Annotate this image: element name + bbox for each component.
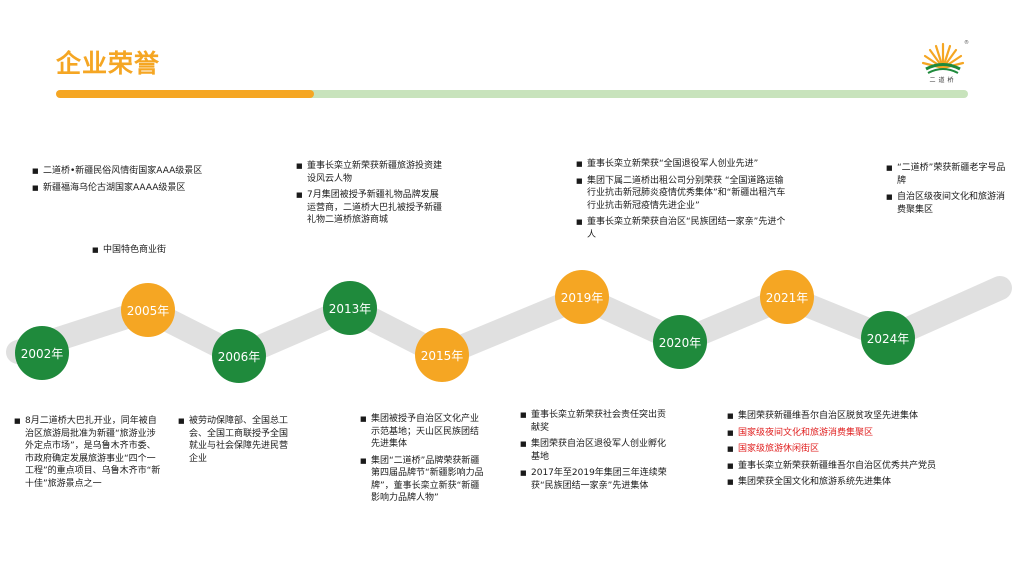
year-circle-2020: 2020年 (653, 315, 707, 369)
note-bottom-2006: 被劳动保障部、全国总工会、全国工商联授予全国就业与社会保障先进民营企业 (178, 415, 293, 469)
note-item: 集团被授予自治区文化产业示范基地；天山区民族团结先进集体 (360, 413, 485, 451)
note-top-2019: 董事长栾立新荣获“全国退役军人创业先进” 集团下属二道桥出租公司分别荣获 “全国… (576, 158, 786, 245)
note-item: 8月二道桥大巴扎开业，同年被自治区旅游局批准为新疆“旅游业涉外定点市场”，是乌鲁… (14, 415, 164, 490)
note-item: “二道桥”荣获新疆老字号品牌 (886, 162, 1006, 187)
note-item: 国家级旅游休闲街区 (727, 443, 987, 456)
logo-text: 二道桥 (929, 77, 957, 84)
note-item: 中国特色商业街 (92, 244, 202, 257)
note-item: 集团荣获全国文化和旅游系统先进集体 (727, 476, 987, 489)
note-top-2021: “二道桥”荣获新疆老字号品牌 自治区级夜间文化和旅游消费聚集区 (886, 162, 1006, 220)
note-item: 7月集团被授予新疆礼物品牌发展运营商，二道桥大巴扎被授予新疆礼物二道桥旅游商城 (296, 189, 446, 227)
page-title: 企业荣誉 (56, 49, 161, 78)
year-circle-2006: 2006年 (212, 329, 266, 383)
note-item: 集团荣获自治区退役军人创业孵化基地 (520, 438, 668, 463)
note-top-2002: 二道桥•新疆民俗风情街国家AAA级景区 新疆福海乌伦古湖国家AAAA级景区 (32, 165, 242, 198)
note-item: 二道桥•新疆民俗风情街国家AAA级景区 (32, 165, 242, 178)
note-item: 董事长栾立新荣获新疆维吾尔自治区优秀共产党员 (727, 460, 987, 473)
title-underline-orange (56, 90, 314, 98)
year-circle-2013: 2013年 (323, 281, 377, 335)
note-item: 新疆福海乌伦古湖国家AAAA级景区 (32, 182, 242, 195)
note-top-2005: 中国特色商业街 (92, 244, 202, 261)
note-item: 集团“二道桥”品牌荣获新疆第四届品牌节“新疆影响力品牌”，董事长栾立新获“新疆影… (360, 455, 485, 505)
note-item: 董事长栾立新荣获社会责任突出贡献奖 (520, 409, 668, 434)
year-circle-2021: 2021年 (760, 270, 814, 324)
note-item: 国家级夜间文化和旅游消费集聚区 (727, 427, 987, 440)
title-underline-green (306, 90, 968, 98)
year-circle-2024: 2024年 (861, 311, 915, 365)
note-item: 被劳动保障部、全国总工会、全国工商联授予全国就业与社会保障先进民营企业 (178, 415, 293, 465)
note-item: 董事长栾立新荣获新疆旅游投资建设风云人物 (296, 160, 446, 185)
year-circle-2005: 2005年 (121, 283, 175, 337)
note-item: 自治区级夜间文化和旅游消费聚集区 (886, 191, 1006, 216)
year-circle-2002: 2002年 (15, 326, 69, 380)
note-item: 董事长栾立新荣获“全国退役军人创业先进” (576, 158, 786, 171)
year-circle-2015: 2015年 (415, 328, 469, 382)
sun-logo-icon (921, 42, 965, 74)
brand-logo: 二道桥 ® (918, 38, 969, 84)
note-item: 董事长栾立新荣获自治区“民族团结一家亲”先进个人 (576, 216, 786, 241)
note-bottom-2024: 集团荣获新疆维吾尔自治区脱贫攻坚先进集体 国家级夜间文化和旅游消费集聚区 国家级… (727, 410, 987, 493)
note-bottom-2019: 董事长栾立新荣获社会责任突出贡献奖 集团荣获自治区退役军人创业孵化基地 2017… (520, 409, 668, 496)
note-item: 2017年至2019年集团三年连续荣获“民族团结一家亲”先进集体 (520, 467, 668, 492)
note-bottom-2002: 8月二道桥大巴扎开业，同年被自治区旅游局批准为新疆“旅游业涉外定点市场”，是乌鲁… (14, 415, 164, 494)
note-item: 集团荣获新疆维吾尔自治区脱贫攻坚先进集体 (727, 410, 987, 423)
note-bottom-2015: 集团被授予自治区文化产业示范基地；天山区民族团结先进集体 集团“二道桥”品牌荣获… (360, 413, 485, 509)
note-top-2013: 董事长栾立新荣获新疆旅游投资建设风云人物 7月集团被授予新疆礼物品牌发展运营商，… (296, 160, 446, 231)
year-circle-2019: 2019年 (555, 270, 609, 324)
registered-mark: ® (964, 40, 969, 46)
note-item: 集团下属二道桥出租公司分别荣获 “全国道路运输行业抗击新冠肺炎疫情优秀集体”和“… (576, 175, 786, 213)
